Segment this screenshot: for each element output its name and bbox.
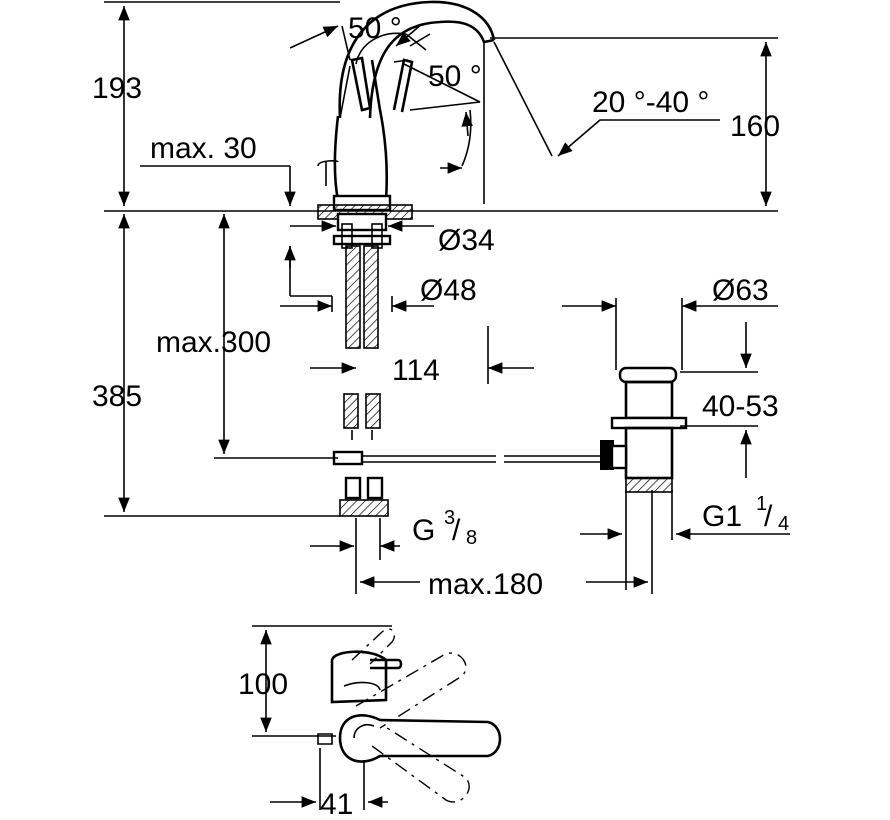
label-385: 385 [92, 380, 142, 413]
waste-popup [600, 366, 688, 590]
svg-text:3: 3 [444, 507, 455, 529]
label-100: 100 [238, 668, 288, 701]
label-50-top: 50 ° [348, 12, 402, 45]
label-160: 160 [730, 110, 780, 143]
label-max300: max.300 [156, 326, 271, 359]
label-g38: G 3 / 8 [412, 507, 477, 549]
label-20-40: 20 °-40 ° [592, 86, 709, 119]
svg-text:/: / [452, 514, 461, 547]
mounting-assembly [317, 204, 600, 517]
svg-text:4: 4 [778, 513, 789, 535]
label-d34: Ø34 [438, 224, 495, 257]
dimension-labels: 193 50 ° 50 ° 20 °-40 ° 160 max. 30 Ø34 … [92, 12, 789, 820]
faucet-top-view [252, 625, 502, 810]
svg-text:/: / [764, 500, 773, 533]
label-max30: max. 30 [150, 132, 257, 165]
label-d48: Ø48 [420, 274, 477, 307]
label-114: 114 [392, 354, 440, 387]
label-50-side: 50 ° [428, 60, 482, 93]
svg-text:8: 8 [466, 527, 477, 549]
svg-text:G1: G1 [702, 500, 742, 533]
label-d63: Ø63 [712, 274, 769, 307]
svg-text:G: G [412, 514, 435, 547]
label-41: 41 [320, 788, 353, 820]
label-max180: max.180 [428, 568, 543, 601]
label-193: 193 [92, 72, 142, 105]
svg-text:1: 1 [756, 493, 767, 515]
label-g114: G1 1 / 4 [702, 493, 789, 535]
label-40-53: 40-53 [702, 390, 779, 423]
dimension-lines [104, 5, 790, 594]
